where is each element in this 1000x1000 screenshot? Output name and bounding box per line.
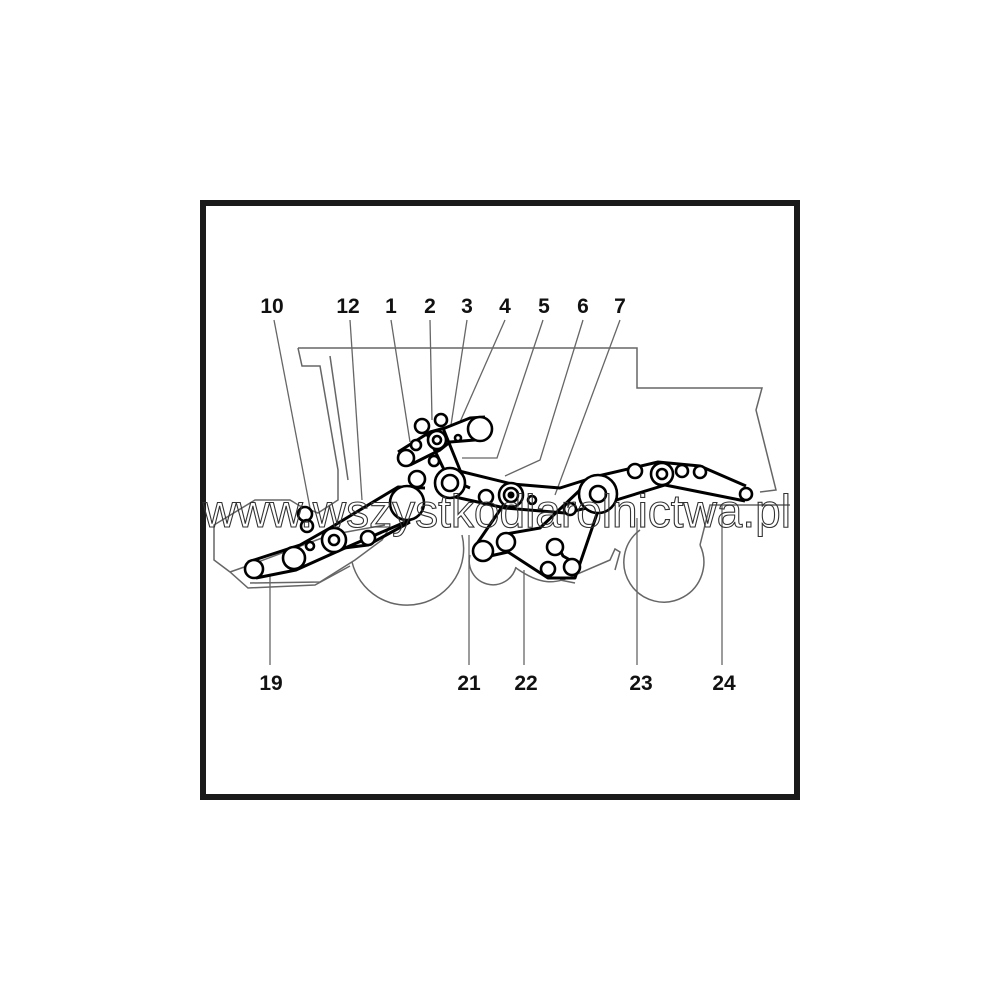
callout-5: 5 bbox=[538, 295, 550, 318]
callout-2: 2 bbox=[424, 295, 436, 318]
callout-23: 23 bbox=[629, 672, 652, 695]
pulleys bbox=[243, 412, 754, 580]
callout-21: 21 bbox=[457, 672, 481, 695]
watermark-text: www.wszystkodlarolnictwa.pl bbox=[202, 485, 791, 537]
diagram-frame bbox=[200, 200, 800, 800]
callout-4: 4 bbox=[499, 295, 511, 318]
callout-24: 24 bbox=[712, 672, 736, 695]
leader-lines bbox=[269, 319, 723, 665]
callout-6: 6 bbox=[577, 295, 589, 318]
callout-22: 22 bbox=[514, 672, 537, 695]
callout-3: 3 bbox=[461, 295, 473, 318]
top-callouts: 10 12 1 2 3 4 5 6 7 bbox=[260, 295, 626, 318]
callout-10: 10 bbox=[260, 295, 283, 318]
callout-12: 12 bbox=[336, 295, 359, 318]
bottom-callouts: 19 21 22 23 24 bbox=[259, 672, 736, 695]
callout-1: 1 bbox=[385, 295, 397, 318]
callout-19: 19 bbox=[259, 672, 282, 695]
callout-7: 7 bbox=[614, 295, 626, 318]
